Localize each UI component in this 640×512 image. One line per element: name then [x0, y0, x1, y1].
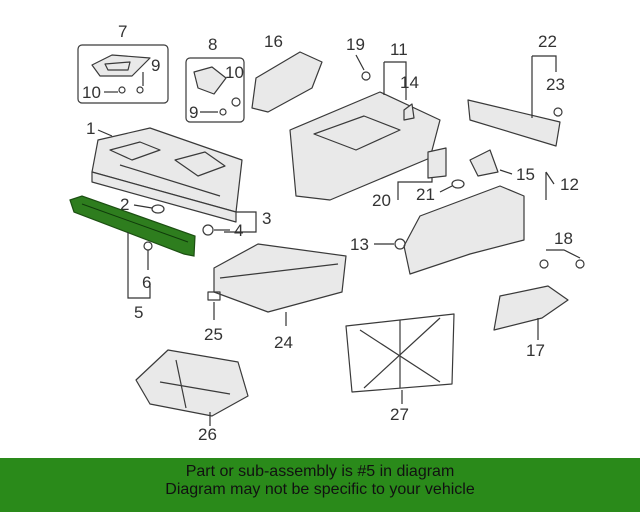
footer-banner: Part or sub-assembly is #5 in diagram Di…: [0, 458, 640, 512]
callout-15: 15: [516, 165, 535, 184]
part-12-side-lining: [403, 185, 525, 275]
footer-line-2: Diagram may not be specific to your vehi…: [165, 481, 475, 498]
callout-26: 26: [198, 425, 217, 444]
callout-23: 23: [546, 75, 565, 94]
callout-16: 16: [264, 32, 283, 51]
footer-line-1: Part or sub-assembly is #5 in diagram: [185, 463, 455, 480]
part-group-7: [77, 44, 169, 104]
callout-21: 21: [416, 185, 435, 204]
part-16-trim: [251, 51, 323, 113]
callout-27: 27: [390, 405, 409, 424]
parts-diagram: 7 9 10 8 10 9 1 2 3 4 6 5 16 19: [69, 22, 585, 444]
callout-9a: 9: [151, 56, 160, 75]
callout-10a: 10: [82, 83, 101, 102]
part-26-storage-tray: [135, 349, 249, 417]
part-11-trunk-lining: [289, 91, 441, 201]
part-5-highlighted: [69, 195, 196, 257]
callout-11: 11: [390, 40, 408, 59]
callout-19: 19: [346, 35, 365, 54]
callout-18: 18: [554, 229, 573, 248]
callout-24: 24: [274, 333, 293, 352]
callout-25: 25: [204, 325, 223, 344]
callout-12: 12: [560, 175, 579, 194]
part-17-bracket: [493, 285, 569, 331]
part-24-trunk-mat: [213, 243, 347, 313]
callout-9b: 9: [189, 103, 198, 122]
callout-7: 7: [118, 22, 127, 41]
callout-3: 3: [262, 209, 271, 228]
callout-1: 1: [86, 119, 95, 138]
callout-17: 17: [526, 341, 545, 360]
callout-6: 6: [142, 273, 151, 292]
part-22-panel: [467, 99, 561, 147]
callout-4: 4: [234, 221, 243, 240]
callout-22: 22: [538, 32, 557, 51]
rear-shelf-panel: [91, 127, 243, 223]
part-group-8: [185, 57, 245, 123]
callout-5: 5: [134, 303, 143, 322]
callout-10b: 10: [225, 63, 244, 82]
callout-2: 2: [120, 195, 129, 214]
callout-8: 8: [208, 35, 217, 54]
part-27-cargo-net: [345, 313, 455, 393]
callout-14: 14: [400, 73, 419, 92]
callout-13: 13: [350, 235, 369, 254]
callout-20: 20: [372, 191, 391, 210]
